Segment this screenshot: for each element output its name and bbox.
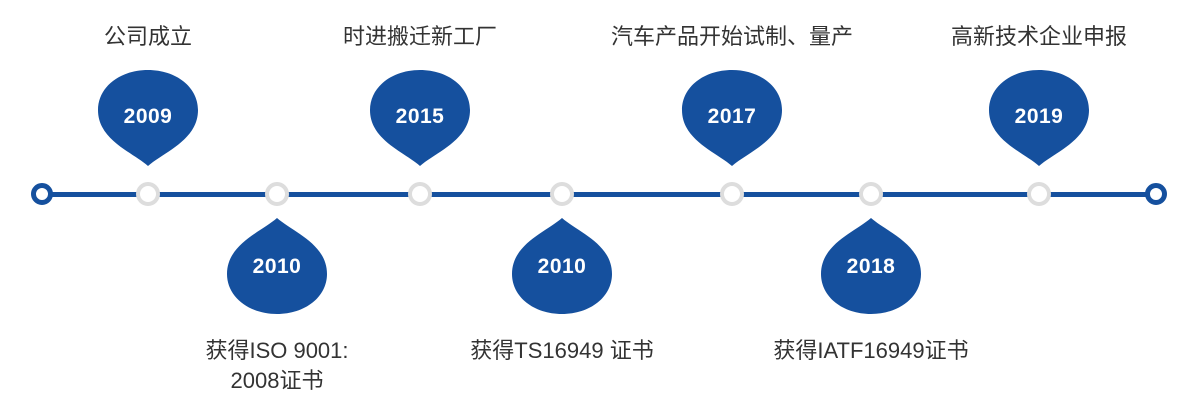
teardrop-shape-icon — [370, 70, 470, 166]
balloon-year: 2009 — [123, 105, 173, 128]
balloon-year: 2010 — [537, 255, 587, 278]
milestone-label-line: 时进搬迁新工厂 — [342, 24, 497, 49]
milestone-label: 获得ISO 9001: 2008证书 — [117, 336, 437, 396]
milestone-label-line: 公司成立 — [103, 24, 192, 49]
year-balloon: 2019 — [987, 68, 1091, 166]
timeline-node-circle — [859, 182, 883, 206]
teardrop-shape-icon — [512, 218, 612, 314]
milestone-label-line: 汽车产品开始试制、量产 — [610, 24, 853, 49]
balloon-year: 2015 — [395, 105, 445, 128]
milestone-label: 时进搬迁新工厂 — [260, 22, 580, 52]
teardrop-shape-icon — [227, 218, 327, 314]
milestone-label: 高新技术企业申报 — [879, 22, 1199, 52]
balloon-year: 2019 — [1014, 105, 1064, 128]
timeline-node-circle — [720, 182, 744, 206]
teardrop-shape-icon — [98, 70, 198, 166]
milestone-label: 获得TS16949 证书 — [402, 336, 722, 366]
year-balloon: 2010 — [510, 218, 614, 316]
year-balloon: 2009 — [96, 68, 200, 166]
timeline-node-circle — [1027, 182, 1051, 206]
year-balloon: 2015 — [368, 68, 472, 166]
year-balloon: 2010 — [225, 218, 329, 316]
timeline-node-circle — [265, 182, 289, 206]
teardrop-shape-icon — [989, 70, 1089, 166]
milestone-label-line: 获得TS16949 证书 — [470, 338, 654, 363]
timeline-line — [42, 191, 1156, 197]
milestone-label: 获得IATF16949证书 — [711, 336, 1031, 366]
milestone-label-line: 获得ISO 9001: — [205, 338, 349, 363]
teardrop-shape-icon — [821, 218, 921, 314]
teardrop-shape-icon — [682, 70, 782, 166]
timeline-start-cap — [31, 183, 53, 205]
milestone-label: 公司成立 — [0, 22, 308, 52]
timeline-end-cap — [1145, 183, 1167, 205]
milestone-label-line: 获得IATF16949证书 — [773, 338, 969, 363]
milestone-label-line: 高新技术企业申报 — [950, 24, 1127, 49]
milestone-label-line: 2008证书 — [230, 368, 324, 393]
milestone-label: 汽车产品开始试制、量产 — [572, 22, 892, 52]
timeline-node-circle — [550, 182, 574, 206]
year-balloon: 2018 — [819, 218, 923, 316]
balloon-year: 2017 — [707, 105, 757, 128]
year-balloon: 2017 — [680, 68, 784, 166]
balloon-year: 2018 — [846, 255, 896, 278]
timeline-node-circle — [408, 182, 432, 206]
balloon-year: 2010 — [252, 255, 302, 278]
timeline-node-circle — [136, 182, 160, 206]
